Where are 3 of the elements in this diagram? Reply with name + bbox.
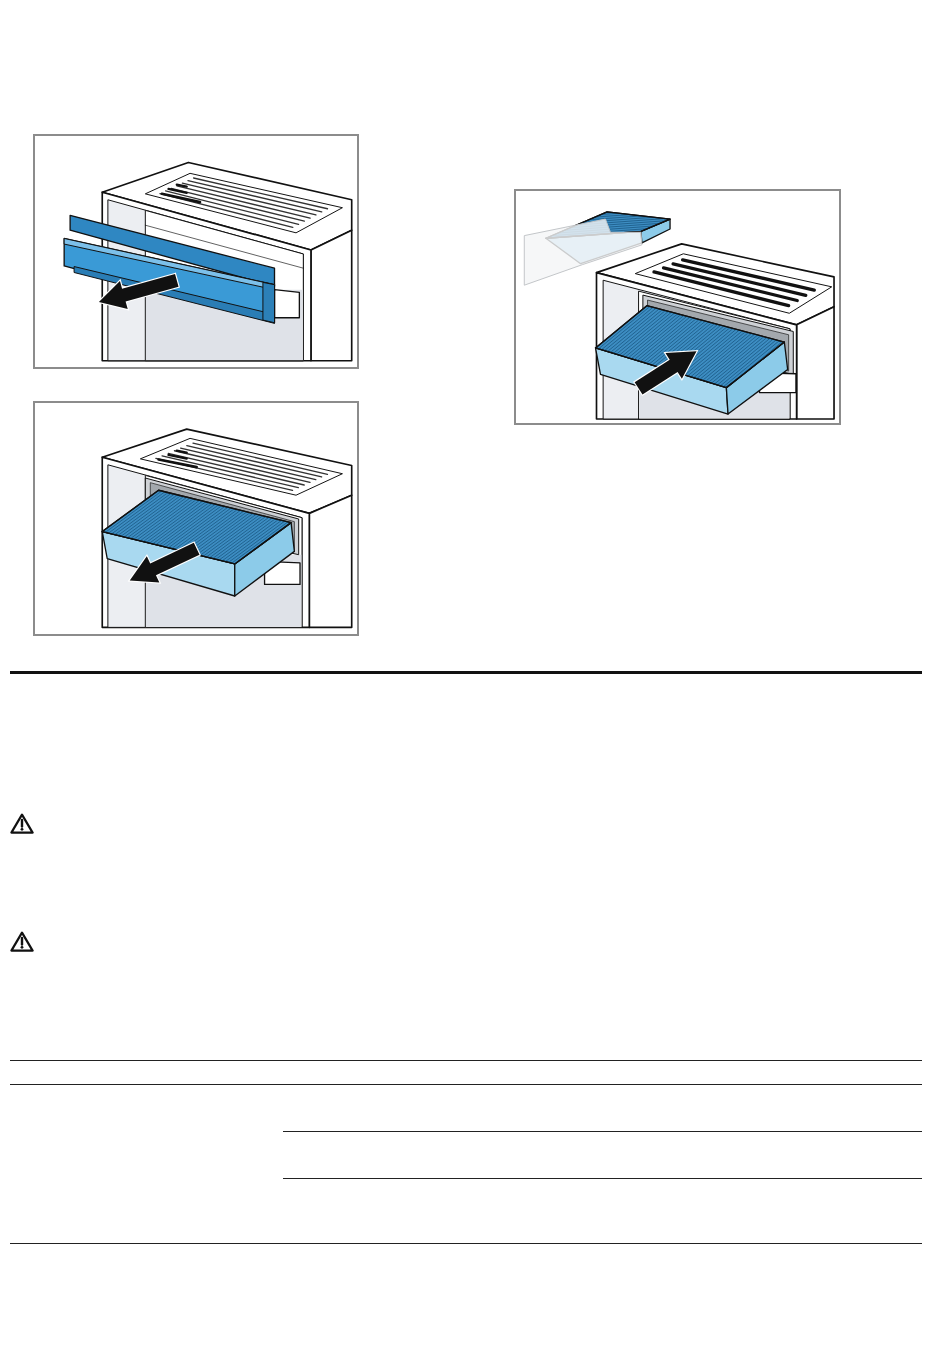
illustration-frame xyxy=(514,189,841,425)
illustration-frame xyxy=(33,401,359,636)
illustration-frame xyxy=(33,134,359,369)
